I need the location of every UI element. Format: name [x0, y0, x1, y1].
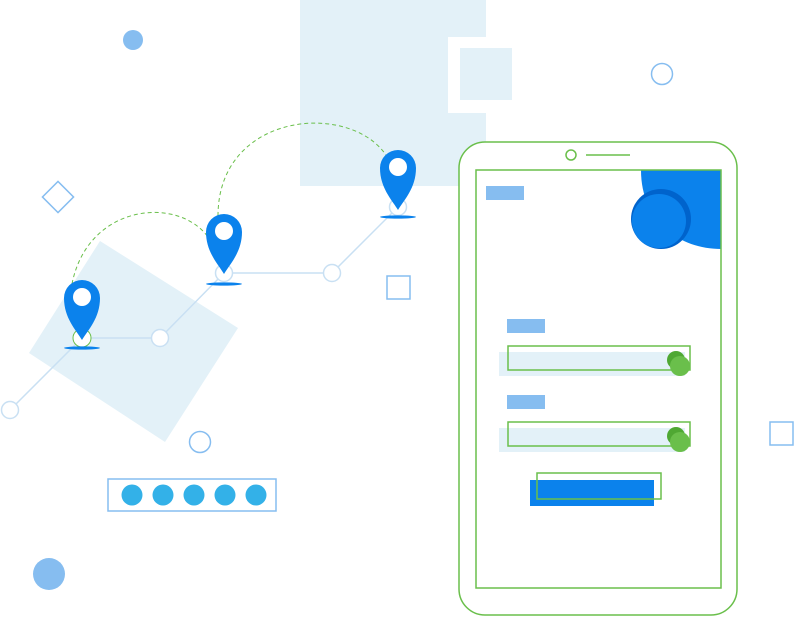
field-label-bar [507, 319, 545, 333]
location-pin-icon [206, 214, 242, 286]
check-dot-icon [670, 432, 690, 452]
route-line [9, 206, 399, 411]
route-arc-left [71, 212, 211, 285]
decor-dot-top [123, 30, 143, 50]
password-field-outline [507, 421, 691, 447]
submit-button-outline [536, 472, 662, 500]
decor-dot-bottom [33, 558, 65, 590]
password-field[interactable] [499, 428, 685, 452]
password-dot [214, 484, 236, 506]
route-node [150, 328, 170, 348]
phone-screen [475, 169, 722, 589]
phone-device [458, 141, 738, 616]
phone-camera [565, 149, 577, 161]
password-dot [152, 484, 174, 506]
background-block-small [460, 48, 512, 100]
route-node [322, 263, 342, 283]
location-pin-icon [64, 280, 100, 350]
decor-diamond-outline [41, 180, 75, 214]
decor-ring-mid [188, 430, 212, 454]
password-dots-icon [107, 478, 277, 512]
submit-button[interactable] [530, 480, 654, 506]
field-label-bar [507, 395, 545, 409]
background-diamond-large [29, 241, 238, 442]
password-dot [245, 484, 267, 506]
route-arc-right [217, 122, 391, 217]
screen-border [475, 169, 722, 589]
decor-square-mid [386, 275, 411, 300]
route-node [0, 400, 20, 420]
decor-ring-top-right [650, 62, 674, 86]
password-dot [121, 484, 143, 506]
header-label-bar [486, 186, 524, 200]
check-dot-icon [670, 356, 690, 376]
username-field-outline [507, 345, 691, 371]
location-pin-icon [380, 150, 416, 219]
username-field[interactable] [499, 352, 685, 376]
password-dot [183, 484, 205, 506]
decor-square-right [769, 421, 794, 446]
